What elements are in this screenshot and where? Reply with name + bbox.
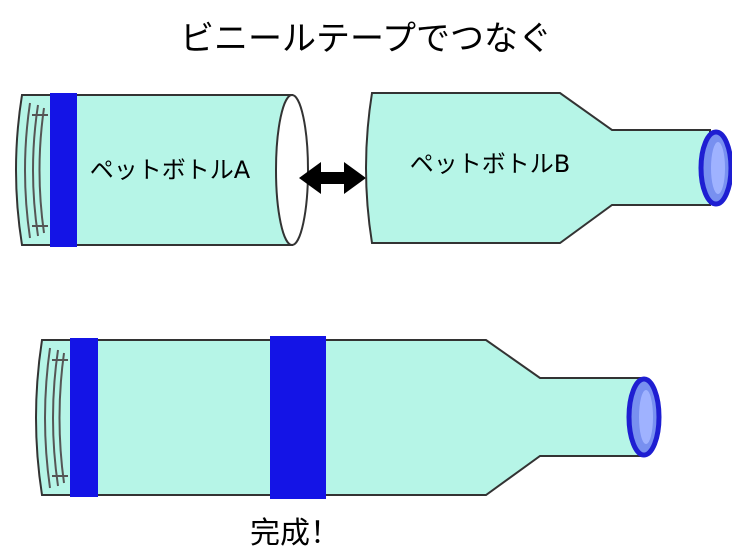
completed-bottle-body xyxy=(35,339,641,496)
bottle-b-label: ペットボトルB xyxy=(410,150,570,178)
diagram-title: ビニールテープでつなぐ xyxy=(180,19,552,59)
bottle-a: ペットボトルA xyxy=(15,93,309,247)
connect-arrow-icon xyxy=(299,162,366,194)
completed-bottle xyxy=(35,336,662,499)
bottle-b: ペットボトルB xyxy=(365,92,732,244)
completed-bottle-cap xyxy=(626,376,662,458)
bottle-b-cap xyxy=(698,129,732,207)
completed-bottle-bottom-ridges xyxy=(44,347,68,489)
completed-bottle-end-tape xyxy=(70,338,98,497)
completed-bottle-joint-tape xyxy=(270,336,326,499)
bottle-a-open-end xyxy=(275,94,309,246)
bottle-a-body xyxy=(15,94,293,246)
bottle-a-label: ペットボトルA xyxy=(90,156,251,184)
result-caption: 完成！ xyxy=(250,516,340,551)
bottle-a-tape-band xyxy=(50,93,77,247)
bottle-a-bottom-ridges xyxy=(24,102,48,239)
